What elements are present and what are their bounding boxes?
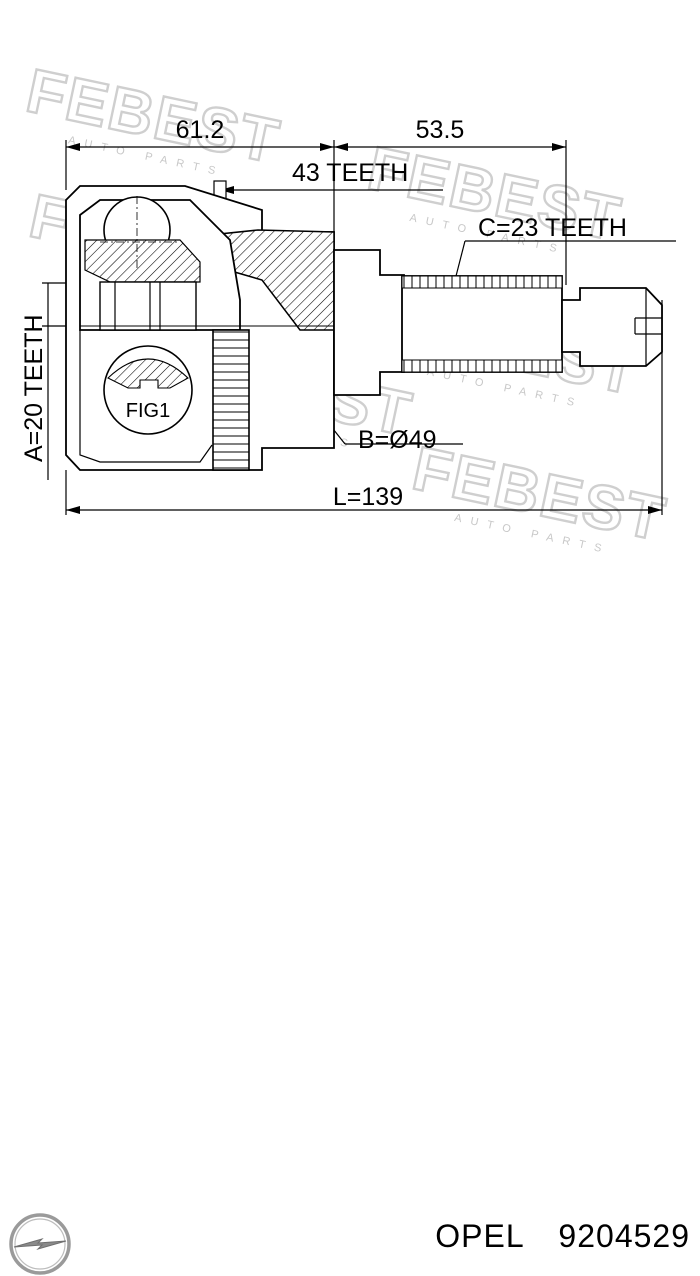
fig-label: FIG1 [126,400,170,422]
dim-spline-c: C=23 TEETH [478,214,627,242]
dim-spline-a: A=20 TEETH [20,314,48,462]
opel-logo-icon [9,1213,71,1275]
brand-name: OPEL [435,1218,525,1254]
dim-length-left: 61.2 [176,116,225,144]
dim-diameter-b: B=Ø49 [358,426,437,454]
dimension-labels: 61.2 53.5 43 TEETH C=23 TEETH B=Ø49 L=13… [20,116,627,511]
cv-joint-part: FIG1 [65,185,663,471]
footer: OPEL 9204529 [0,600,700,1275]
caption: OPEL 9204529 [435,1218,690,1255]
dim-total-length: L=139 [333,483,403,511]
cv-joint-diagram: FEBEST AUTO PARTS FEBEST AUTO PARTS FEBE… [20,55,676,557]
dim-abs-teeth: 43 TEETH [292,159,408,187]
dim-length-right: 53.5 [416,116,465,144]
part-number: 9204529 [558,1218,690,1254]
